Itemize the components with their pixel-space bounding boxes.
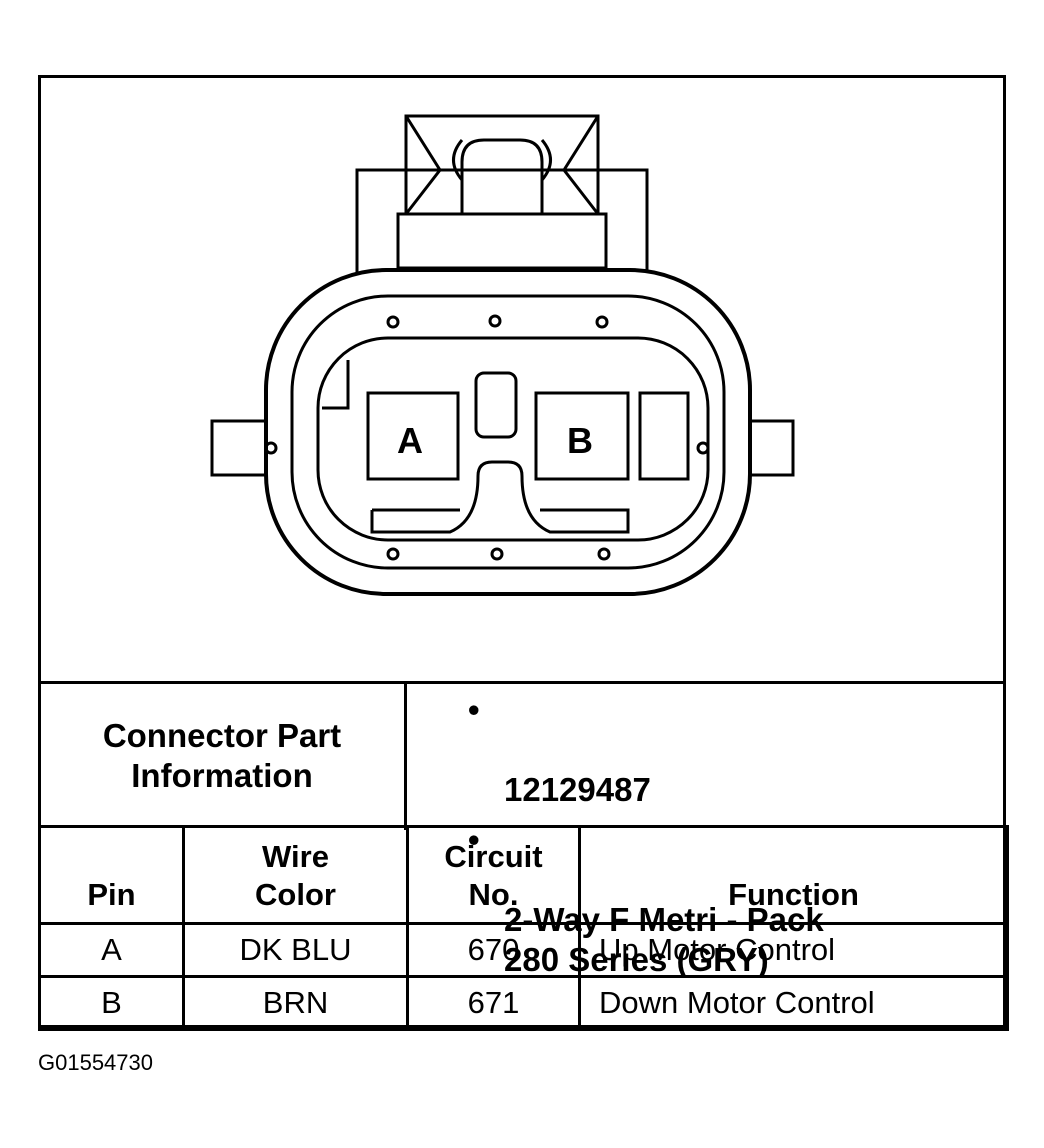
header-circuit-no: Circuit No. [406, 825, 581, 925]
cell-circuit: 670 [406, 922, 581, 978]
header-wire-color: Wire Color [182, 825, 409, 925]
cell-circuit: 671 [406, 975, 581, 1031]
latch-base [396, 212, 608, 270]
latch-outer [404, 114, 600, 216]
left-ear [210, 419, 274, 477]
info-divider [404, 684, 407, 830]
header-function: Function [578, 825, 1009, 925]
cell-function: Down Motor Control [578, 975, 1009, 1031]
connector-shell-inner [316, 336, 710, 542]
pin-a-label: A [397, 420, 423, 461]
connector-shell-mid [290, 294, 726, 570]
cavity-b [534, 391, 630, 481]
info-item-part-number: • 12129487 [468, 690, 998, 810]
connector-info-section: Connector Part Information • 12129487 • … [38, 681, 1006, 978]
part-number-text: 12129487 [504, 771, 651, 808]
pin-b-label: B [567, 420, 593, 461]
cell-function: Up Motor Control [578, 922, 1009, 978]
figure-id: G01554730 [38, 1050, 153, 1075]
pin-table: Pin Wire Color Circuit No. Function A DK… [38, 825, 1009, 1031]
pin-table-header: Pin Wire Color Circuit No. Function [38, 825, 1009, 925]
cell-wire-color: BRN [182, 975, 409, 1031]
table-row: A DK BLU 670 Up Motor Control [38, 922, 1009, 978]
table-row: B BRN 671 Down Motor Control [38, 975, 1009, 1031]
cell-pin: A [38, 922, 185, 978]
cavity-a [366, 391, 460, 481]
connector-shell-outer [264, 268, 752, 596]
cell-wire-color: DK BLU [182, 922, 409, 978]
bullet-icon: • [468, 691, 480, 728]
cavity-center-key [474, 371, 518, 439]
right-ear [745, 419, 795, 477]
latch-tab [460, 138, 544, 214]
cell-pin: B [38, 975, 185, 1031]
header-pin: Pin [38, 825, 185, 925]
connector-info-label: Connector Part Information [102, 716, 342, 794]
connector-face-drawing: A B [210, 114, 795, 596]
